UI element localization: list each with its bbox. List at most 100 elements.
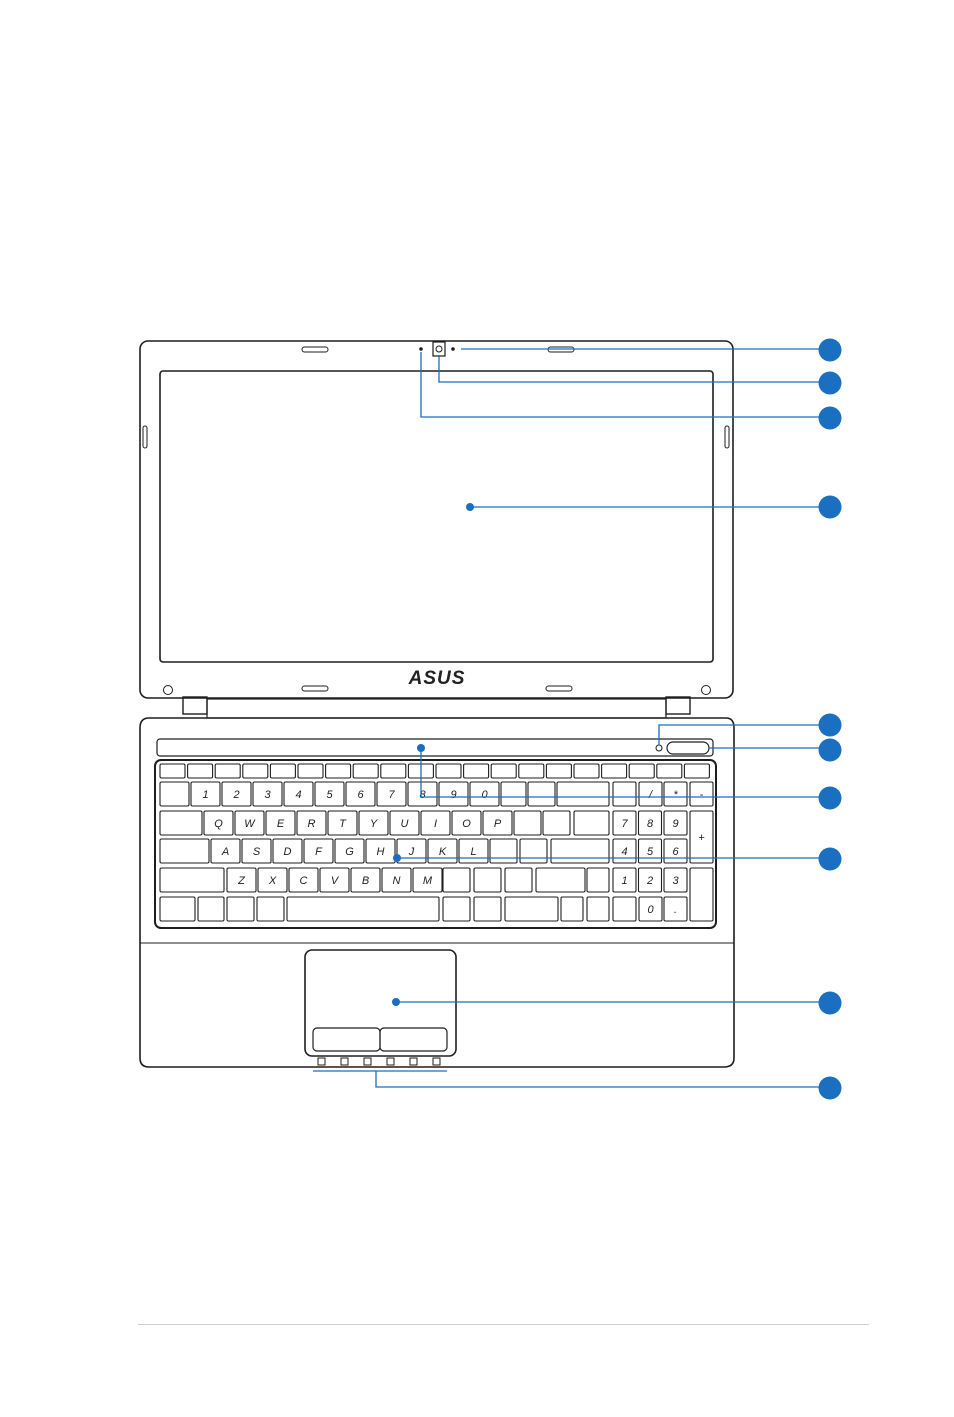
bezel-bump-right xyxy=(725,426,729,448)
key-bracket-right xyxy=(543,811,570,835)
key-label: 6 xyxy=(672,846,679,858)
key-label: 0 xyxy=(647,904,654,916)
function-key xyxy=(243,764,268,778)
callout-leader-line xyxy=(439,355,820,382)
key-label: P xyxy=(494,818,502,830)
keyboard-keys: 1234567890QWERTYUIOPASDFGHJKLZXCVBNM/*-7… xyxy=(160,764,713,921)
camera-icon xyxy=(433,342,445,356)
touchpad-right-button xyxy=(380,1028,447,1051)
status-led-icon xyxy=(387,1058,394,1065)
key-slash xyxy=(505,868,532,892)
key-label: 5 xyxy=(647,846,654,858)
callout-leader-line xyxy=(421,352,820,417)
key-alt-left xyxy=(257,897,284,921)
key-equals xyxy=(528,782,555,806)
camera-lens-icon xyxy=(436,346,442,352)
callout-marker xyxy=(819,739,842,762)
callout-marker xyxy=(819,496,842,519)
bezel-screw-right xyxy=(702,686,711,695)
key-label: 2 xyxy=(232,789,239,801)
key-label: K xyxy=(439,846,447,858)
function-key xyxy=(519,764,544,778)
function-key xyxy=(684,764,709,778)
key-label: F xyxy=(315,846,323,858)
key-space xyxy=(287,897,439,921)
status-indicators xyxy=(318,1058,440,1065)
key-label: . xyxy=(674,904,677,916)
function-key xyxy=(629,764,654,778)
function-key xyxy=(353,764,378,778)
key-label: 0 xyxy=(481,789,488,801)
key-period xyxy=(474,868,501,892)
key-label: 4 xyxy=(295,789,301,801)
function-key xyxy=(270,764,295,778)
function-key xyxy=(326,764,351,778)
key-comma xyxy=(443,868,470,892)
callout-layer xyxy=(313,339,842,1100)
callout-marker xyxy=(819,372,842,395)
bezel-bump-bottom-left xyxy=(302,686,328,691)
key-bracket-left xyxy=(514,811,541,835)
key-label: S xyxy=(253,846,261,858)
key-label: / xyxy=(648,789,653,801)
status-led-icon xyxy=(318,1058,325,1065)
function-key xyxy=(602,764,627,778)
key-label: 5 xyxy=(326,789,333,801)
key-label: G xyxy=(345,846,354,858)
status-led-icon xyxy=(364,1058,371,1065)
key-label: H xyxy=(377,846,385,858)
key-tab xyxy=(160,811,202,835)
key-arrow-left xyxy=(561,897,583,921)
touchpad-left-button xyxy=(313,1028,380,1051)
key-label: * xyxy=(673,789,678,801)
key-arrow-down xyxy=(587,897,609,921)
microphone-dot-right xyxy=(451,347,455,351)
key-label: 7 xyxy=(621,818,628,830)
key-minus xyxy=(501,782,526,806)
power-strip xyxy=(157,739,713,756)
key-label: D xyxy=(284,846,292,858)
key-label: E xyxy=(277,818,285,830)
keyboard-frame xyxy=(155,760,716,928)
key-arrow-up xyxy=(587,868,609,892)
key-label: U xyxy=(401,818,409,830)
key-shift-right xyxy=(536,868,585,892)
callout-marker xyxy=(819,407,842,430)
key-label: 7 xyxy=(388,789,395,801)
callout-anchor-dot xyxy=(392,998,400,1006)
key-label: 2 xyxy=(646,875,653,887)
key-label: B xyxy=(362,875,369,887)
key-alt-right xyxy=(443,897,470,921)
callout-marker xyxy=(819,787,842,810)
callout-leader-line xyxy=(376,1071,820,1087)
key-menu xyxy=(474,897,501,921)
key-label: 4 xyxy=(621,846,627,858)
key-label: 1 xyxy=(202,789,208,801)
function-key xyxy=(546,764,571,778)
key-label: 8 xyxy=(647,818,654,830)
laptop-lid xyxy=(140,341,733,718)
key-backspace xyxy=(557,782,609,806)
hinge-bar xyxy=(207,699,666,718)
asus-logo: ASUS xyxy=(408,668,466,689)
hinge-right xyxy=(666,697,690,714)
key-ctrl-left xyxy=(160,897,195,921)
key-label: 9 xyxy=(672,818,678,830)
key-label: W xyxy=(244,818,256,830)
function-key xyxy=(436,764,461,778)
lid-outer-frame xyxy=(140,341,733,698)
function-key xyxy=(657,764,682,778)
callout-marker xyxy=(819,339,842,362)
key-label: A xyxy=(221,846,229,858)
key-shift-left xyxy=(160,868,224,892)
key-label: Z xyxy=(237,875,246,887)
key-windows xyxy=(227,897,254,921)
key-label: 9 xyxy=(450,789,456,801)
bezel-bump-top-left xyxy=(302,347,328,352)
key-label: 3 xyxy=(672,875,679,887)
callout-anchor-dot xyxy=(466,503,474,511)
bezel-screw-left xyxy=(164,686,173,695)
key-enter xyxy=(551,839,609,863)
callout-marker xyxy=(819,992,842,1015)
